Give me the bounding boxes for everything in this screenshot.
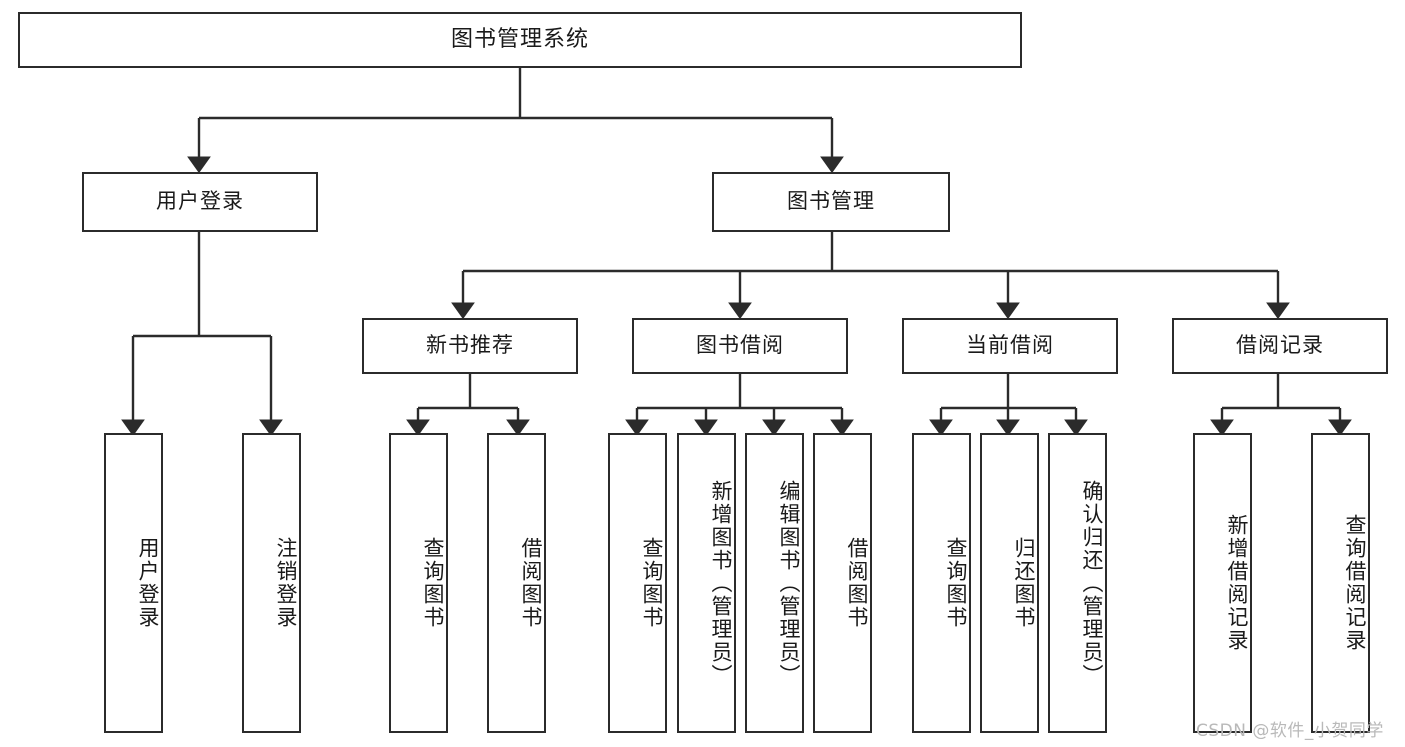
node-leaf-query-book-recommend-label: 查询图书 — [421, 537, 445, 629]
node-borrow-record-label: 借阅记录 — [1236, 333, 1324, 358]
node-leaf-add-borrow-record[interactable]: 新增借阅记录 — [1193, 433, 1252, 733]
node-current-borrow[interactable]: 当前借阅 — [902, 318, 1118, 374]
node-root-system[interactable]: 图书管理系统 — [18, 12, 1022, 68]
node-leaf-query-book-current[interactable]: 查询图书 — [912, 433, 971, 733]
node-leaf-borrow-book-recommend-label: 借阅图书 — [519, 537, 543, 629]
node-leaf-add-book-admin[interactable]: 新增图书（管理员） — [677, 433, 736, 733]
node-leaf-query-borrow-record[interactable]: 查询借阅记录 — [1311, 433, 1370, 733]
node-current-borrow-label: 当前借阅 — [966, 333, 1054, 358]
node-leaf-user-login[interactable]: 用户登录 — [104, 433, 163, 733]
node-leaf-borrow-book-label: 借阅图书 — [845, 537, 869, 629]
node-leaf-return-book[interactable]: 归还图书 — [980, 433, 1039, 733]
node-leaf-add-borrow-record-label: 新增借阅记录 — [1225, 514, 1249, 652]
node-book-management[interactable]: 图书管理 — [712, 172, 950, 232]
node-leaf-borrow-book-recommend[interactable]: 借阅图书 — [487, 433, 546, 733]
node-leaf-query-book-recommend[interactable]: 查询图书 — [389, 433, 448, 733]
node-leaf-return-book-label: 归还图书 — [1012, 537, 1036, 629]
node-book-borrow-label: 图书借阅 — [696, 333, 784, 358]
node-leaf-borrow-book[interactable]: 借阅图书 — [813, 433, 872, 733]
node-leaf-edit-book-admin[interactable]: 编辑图书（管理员） — [745, 433, 804, 733]
node-new-book-recommend[interactable]: 新书推荐 — [362, 318, 578, 374]
node-leaf-query-borrow-record-label: 查询借阅记录 — [1343, 514, 1367, 652]
node-leaf-confirm-return-admin[interactable]: 确认归还（管理员） — [1048, 433, 1107, 733]
node-user-login[interactable]: 用户登录 — [82, 172, 318, 232]
node-leaf-query-book-current-label: 查询图书 — [944, 537, 968, 629]
node-leaf-logout[interactable]: 注销登录 — [242, 433, 301, 733]
node-book-management-label: 图书管理 — [787, 189, 875, 214]
node-leaf-query-book[interactable]: 查询图书 — [608, 433, 667, 733]
node-leaf-add-book-admin-label: 新增图书（管理员） — [709, 479, 733, 687]
node-book-borrow[interactable]: 图书借阅 — [632, 318, 848, 374]
node-borrow-record[interactable]: 借阅记录 — [1172, 318, 1388, 374]
node-new-book-recommend-label: 新书推荐 — [426, 333, 514, 358]
node-leaf-confirm-return-admin-label: 确认归还（管理员） — [1080, 479, 1104, 687]
watermark-text: CSDN @软件_小贺同学 — [1196, 721, 1384, 741]
node-leaf-user-login-label: 用户登录 — [136, 537, 160, 629]
node-user-login-label: 用户登录 — [156, 189, 244, 214]
node-leaf-query-book-label: 查询图书 — [640, 537, 664, 629]
node-leaf-edit-book-admin-label: 编辑图书（管理员） — [777, 479, 801, 687]
node-leaf-logout-label: 注销登录 — [274, 537, 298, 629]
node-root-system-label: 图书管理系统 — [450, 26, 589, 52]
